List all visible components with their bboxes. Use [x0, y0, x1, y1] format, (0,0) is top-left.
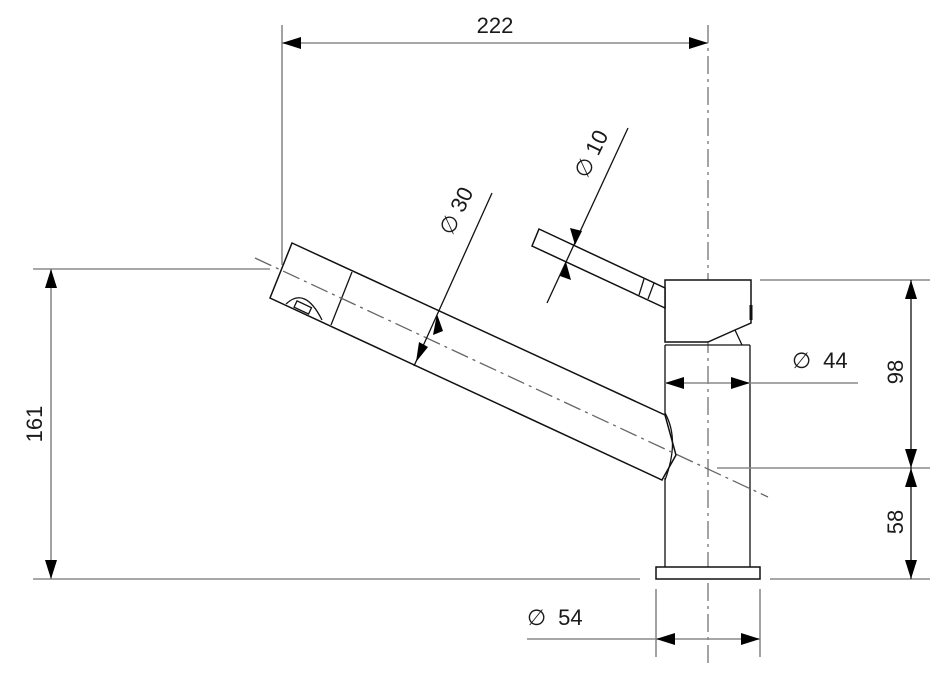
dimension-diameter-54: ∅54 [527, 589, 761, 657]
dimension-58-label: 58 [883, 510, 908, 534]
dimension-98-label: 98 [883, 360, 908, 384]
base-ring [655, 566, 761, 580]
dimension-161: 161 [22, 268, 640, 580]
spout [269, 241, 677, 481]
lever-handle [531, 227, 666, 310]
body-cylinder [664, 344, 751, 567]
dimension-diameter-30-label: ∅30 [434, 183, 478, 239]
cartridge-head [664, 279, 753, 346]
dimension-222: 222 [281, 13, 708, 265]
dimension-diameter-44-label: ∅44 [792, 348, 848, 373]
dimension-222-label: 222 [477, 13, 514, 38]
dimension-diameter-44: ∅44 [665, 348, 858, 389]
spout-centerline [254, 257, 769, 498]
dimension-diameter-54-label: ∅54 [527, 605, 583, 630]
dimension-98-58: 98 58 [717, 279, 930, 579]
dimension-161-label: 161 [22, 406, 47, 443]
